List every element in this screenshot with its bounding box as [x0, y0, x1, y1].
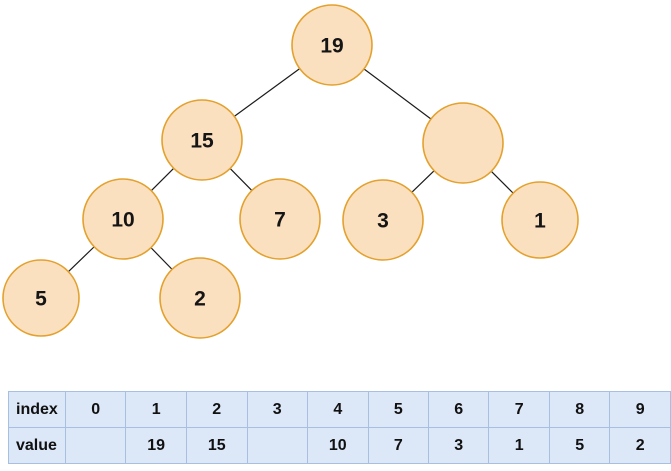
tree-edge	[229, 168, 253, 191]
tree-edge	[411, 170, 435, 193]
tree-node-circle[interactable]	[422, 102, 504, 184]
tree-node[interactable]: 15	[161, 99, 243, 181]
table-cell: 5	[548, 427, 611, 464]
tree-edge	[150, 247, 173, 270]
table-cell	[64, 427, 127, 464]
tree-node-circle[interactable]	[239, 178, 321, 260]
tree-node-circle[interactable]	[161, 99, 243, 181]
table-cell: 2	[609, 427, 671, 464]
table-cell: 3	[428, 427, 490, 464]
tree-node[interactable]: 5	[2, 259, 80, 337]
table-cell: 15	[185, 427, 248, 464]
tree-edge	[363, 68, 432, 120]
tree-node-circle[interactable]	[342, 179, 424, 261]
tree-edge	[490, 170, 514, 194]
tree-node[interactable]: 2	[159, 257, 241, 339]
table-cell: 0	[64, 391, 127, 428]
table-cell: 9	[609, 391, 671, 428]
table-cell: 7	[488, 391, 550, 428]
table-row-header: index	[8, 391, 66, 428]
table-cell: 1	[125, 391, 187, 428]
table-cell: 4	[306, 391, 369, 428]
tree-node[interactable]: 1	[501, 181, 579, 259]
table-cell: 19	[125, 427, 187, 464]
tree-node-circle[interactable]	[82, 178, 164, 260]
table-cell	[246, 427, 308, 464]
table-row-header: value	[8, 427, 66, 464]
table-cell: 3	[246, 391, 308, 428]
tree-node-circle[interactable]	[291, 4, 373, 86]
tree-node-circle[interactable]	[159, 257, 241, 339]
table-cell: 7	[367, 427, 430, 464]
table-cell: 1	[488, 427, 550, 464]
tree-node[interactable]: 7	[239, 178, 321, 260]
table-cell: 5	[367, 391, 430, 428]
tree-node[interactable]: 19	[291, 4, 373, 86]
tree-edge	[150, 167, 175, 192]
tree-edge	[233, 68, 301, 117]
table-cell: 10	[306, 427, 369, 464]
table-cell: 2	[185, 391, 248, 428]
table-cell: 8	[548, 391, 611, 428]
tree-node[interactable]	[422, 102, 504, 184]
tree-edge	[67, 246, 95, 273]
tree-node-circle[interactable]	[2, 259, 80, 337]
tree-node[interactable]: 3	[342, 179, 424, 261]
table-cell: 6	[428, 391, 490, 428]
tree-node[interactable]: 10	[82, 178, 164, 260]
tree-edge-layer	[67, 68, 514, 273]
tree-node-circle[interactable]	[501, 181, 579, 259]
